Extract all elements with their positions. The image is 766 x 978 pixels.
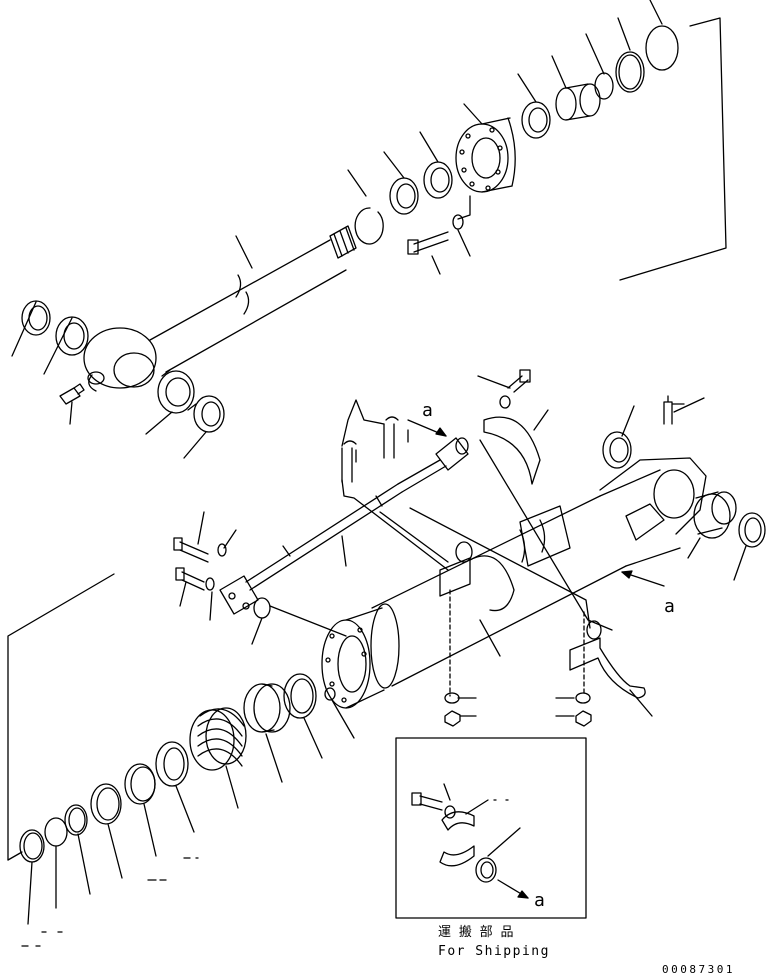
shipping-clamp-upper [441, 811, 475, 831]
flange-o-ring [253, 597, 271, 619]
seal-ring-4 [64, 804, 88, 836]
head-ring-2 [243, 683, 291, 733]
shipping-inset-box [395, 737, 587, 919]
flange-bolt-2 [175, 567, 205, 591]
flange-washer [205, 543, 227, 591]
callout-a-right: a [664, 596, 675, 617]
elbow-fitting-icon [663, 395, 685, 425]
callout-arrow-1 [407, 419, 447, 437]
hose-pair [341, 416, 409, 483]
shipping-ring [475, 857, 497, 883]
callout-a-upper: a [422, 400, 433, 421]
rod-eye-seal-left [21, 300, 51, 336]
bracket-washer-right [575, 692, 591, 704]
shipping-clamp-lower [439, 845, 475, 867]
bottom-seal-upper [602, 431, 632, 469]
shipping-bolt [411, 792, 443, 811]
hydraulic-pipe [245, 459, 447, 591]
rod-eye-bushing-right [157, 369, 197, 414]
tube-flange [321, 607, 385, 709]
o-ring-small [594, 72, 614, 100]
tube-clamp [439, 541, 515, 612]
cylinder-tube [370, 457, 707, 689]
bottom-seal [738, 512, 766, 548]
seal-ring-5 [44, 817, 68, 847]
head-bolt-washer [452, 214, 464, 230]
head-sleeve [189, 707, 247, 771]
rod-eye-seal-right [193, 395, 225, 433]
drawing-number: 00087301 [662, 963, 735, 976]
piston-rod-assembly [83, 225, 357, 392]
pipe-joint [435, 437, 469, 471]
pipe-clamp [483, 416, 541, 485]
callout-arrow-2 [621, 570, 665, 587]
snap-ring [354, 207, 384, 245]
cylinder-head [455, 117, 516, 193]
head-bushing [521, 101, 551, 139]
head-collar [555, 83, 601, 121]
flange-bolt-1 [173, 537, 209, 563]
seal-ring-3 [90, 783, 122, 825]
seal-ring-1 [155, 741, 189, 787]
clamp-bolt [507, 369, 531, 393]
shipping-label-jp: 運 搬 部 品 [438, 925, 513, 940]
callout-a-inset: a [534, 890, 545, 911]
grease-fitting-icon [59, 383, 85, 405]
leader-lines [11, 0, 747, 925]
bracket-washer-left [444, 692, 460, 704]
bracket-nut-right [575, 710, 592, 727]
head-bolt [407, 231, 449, 255]
bracket-nut-left [444, 710, 461, 727]
pipe-bracket [569, 620, 646, 699]
clamp-washer [499, 395, 511, 409]
o-ring-large [645, 25, 679, 71]
seal-ring-2 [124, 763, 156, 805]
rod-eye-bushing-left [55, 316, 89, 356]
piston-ring-1 [389, 177, 419, 215]
backup-ring [615, 51, 645, 93]
seal-ring-6 [19, 829, 45, 863]
bottom-bushing [693, 491, 737, 539]
pipe-flange [219, 575, 259, 615]
head-ring-1 [283, 673, 317, 719]
plug [324, 687, 336, 701]
shipping-label-en: For Shipping [438, 944, 550, 959]
piston-ring-2 [423, 161, 453, 199]
